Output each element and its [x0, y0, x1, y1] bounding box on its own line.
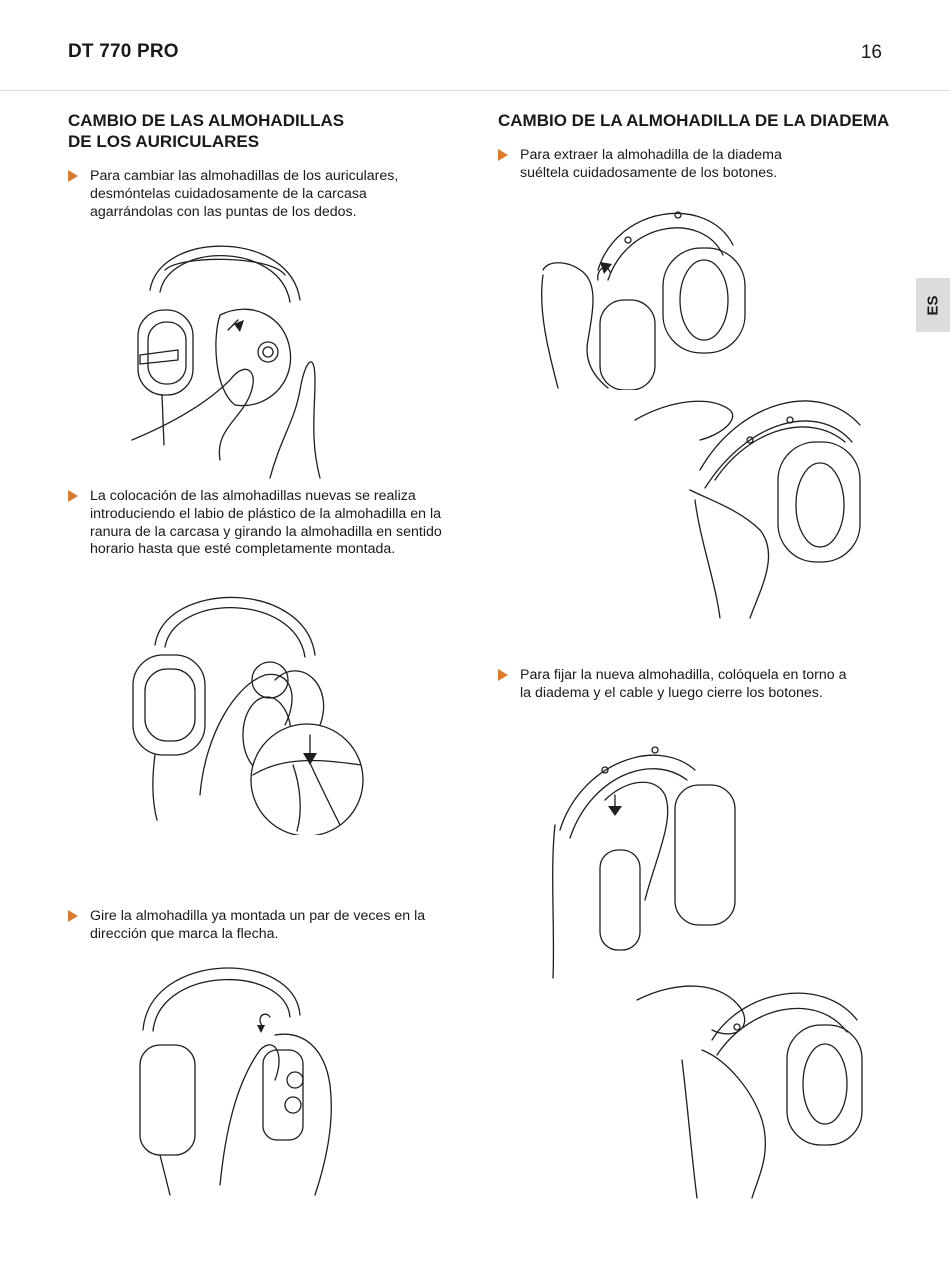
left-step-3: Gire la almohadilla ya montada un par de…: [68, 908, 428, 944]
left-heading-line-1: CAMBIO DE LAS ALMOHADILLAS: [68, 111, 345, 130]
left-section-heading: CAMBIO DE LAS ALMOHADILLAS DE LOS AURICU…: [68, 110, 344, 152]
bullet-triangle-icon: [498, 669, 508, 681]
left-step-1-text: Para cambiar las almohadillas de los aur…: [90, 168, 399, 220]
illustration-rotate-ear-pad: [125, 955, 365, 1205]
illustration-remove-ear-pad: [120, 230, 340, 480]
left-step-2: La colocación de las almohadillas nuevas…: [68, 488, 448, 559]
language-tab-label: ES: [924, 294, 942, 316]
left-heading-line-2: DE LOS AURICULARES: [68, 132, 260, 151]
left-step-3-text: Gire la almohadilla ya montada un par de…: [90, 908, 426, 942]
right-step-1: Para extraer la almohadilla de la diadem…: [498, 147, 828, 183]
bullet-triangle-icon: [68, 170, 78, 182]
illustration-fit-headband-pad: [545, 740, 745, 980]
right-step-2: Para fijar la nueva almohadilla, colóque…: [498, 667, 858, 703]
left-step-1: Para cambiar las almohadillas de los aur…: [68, 168, 438, 221]
bullet-triangle-icon: [68, 490, 78, 502]
illustration-headband-pad-detail: [630, 380, 870, 620]
page-number: 16: [860, 42, 882, 63]
right-step-2-text: Para fijar la nueva almohadilla, colóque…: [520, 667, 847, 701]
right-section-heading: CAMBIO DE LA ALMOHADILLA DE LA DIADEMA: [498, 110, 889, 131]
illustration-mount-ear-pad: [125, 585, 365, 835]
right-step-1-text: Para extraer la almohadilla de la diadem…: [520, 147, 782, 181]
header-divider: [0, 90, 950, 91]
page-title: DT 770 PRO: [68, 41, 179, 62]
bullet-triangle-icon: [498, 149, 508, 161]
right-heading-text: CAMBIO DE LA ALMOHADILLA DE LA DIADEMA: [498, 111, 890, 130]
bullet-triangle-icon: [68, 910, 78, 922]
illustration-release-headband-pad: [538, 200, 758, 390]
illustration-close-buttons: [632, 970, 872, 1200]
left-step-2-text: La colocación de las almohadillas nuevas…: [90, 488, 442, 558]
language-tab: ES: [916, 278, 950, 332]
